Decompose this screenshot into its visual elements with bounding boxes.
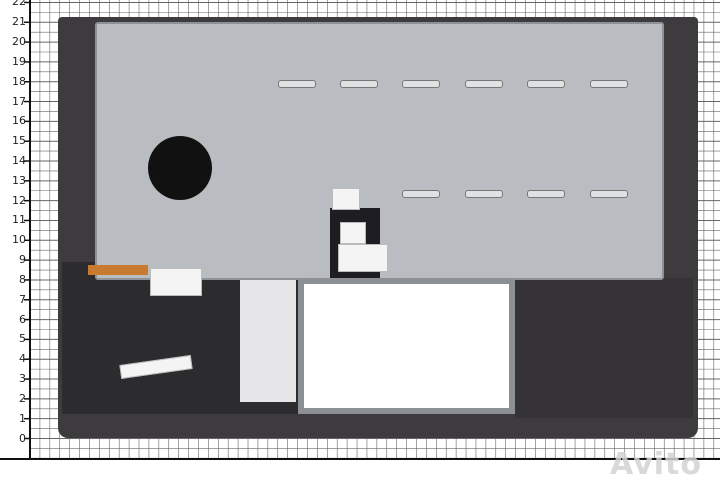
ruler-label: 9	[19, 253, 26, 267]
touchpad-frame	[298, 278, 515, 414]
plate-slot	[278, 80, 316, 88]
plate-slot	[590, 190, 628, 198]
ruler-label: 21	[12, 15, 26, 29]
plate-slot	[340, 80, 378, 88]
ruler-label: 2	[19, 391, 26, 405]
ruler-label: 5	[19, 332, 26, 346]
plate-slot	[402, 80, 440, 88]
plate-slot	[590, 80, 628, 88]
ruler-label: 3	[19, 372, 26, 386]
barcode-sticker	[150, 268, 202, 296]
ruler-label: 8	[19, 272, 26, 286]
qr-sticker	[340, 222, 366, 244]
ruler-label: 0	[19, 431, 26, 445]
ruler-label: 13	[12, 173, 26, 187]
plate-slot	[465, 190, 503, 198]
ruler-label: 17	[12, 94, 26, 108]
qr-sticker	[332, 188, 360, 210]
ruler-label: 4	[19, 352, 26, 366]
avito-watermark: Avito	[610, 447, 702, 482]
battery-insulation-sheet	[240, 266, 296, 402]
plate-slot	[465, 80, 503, 88]
ruler-label: 10	[12, 233, 26, 247]
fan-cutout	[148, 136, 212, 200]
ruler-label: 15	[12, 134, 26, 148]
orange-label	[88, 265, 148, 275]
ruler-label: 16	[12, 114, 26, 128]
ruler-label: 6	[19, 312, 26, 326]
ruler-label: 7	[19, 292, 26, 306]
ruler-label: 19	[12, 54, 26, 68]
label-sticker	[338, 244, 388, 272]
ruler-label: 22	[12, 0, 26, 9]
ruler-label: 12	[12, 193, 26, 207]
touchpad-opening	[304, 284, 509, 408]
ruler-label: 14	[12, 154, 26, 168]
plate-slot	[527, 190, 565, 198]
plate-slot	[527, 80, 565, 88]
right-palmrest-ribs	[515, 278, 693, 418]
ruler-label: 1	[19, 411, 26, 425]
ruler-label: 20	[12, 35, 26, 49]
plate-slot	[402, 190, 440, 198]
ruler-label: 18	[12, 74, 26, 88]
ruler-label: 11	[12, 213, 26, 227]
